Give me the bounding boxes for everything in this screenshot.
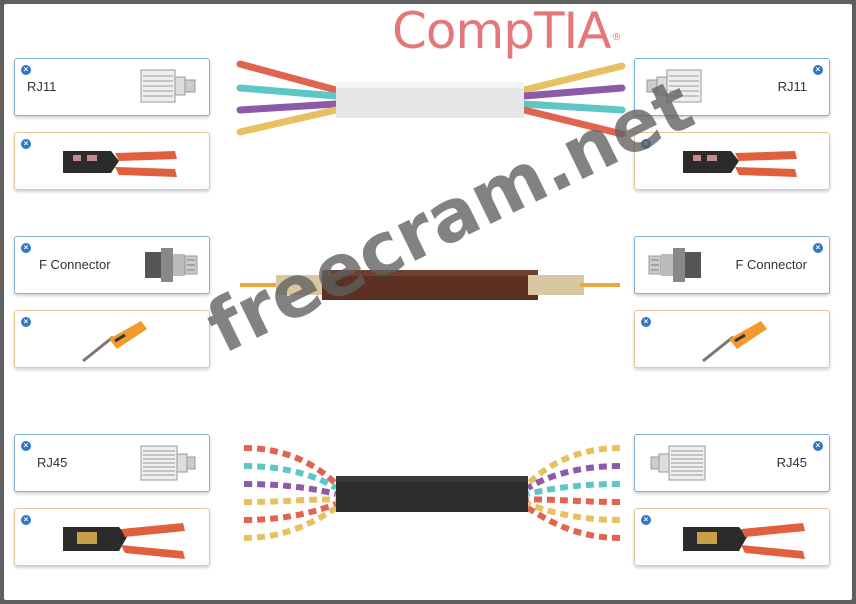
connector-label: RJ45 bbox=[776, 455, 807, 470]
tool-slot-left[interactable]: × bbox=[14, 508, 210, 566]
connector-label: F Connector bbox=[735, 257, 807, 272]
coaxial-cable-image bbox=[240, 270, 620, 300]
tool-slot-right[interactable]: × bbox=[634, 508, 830, 566]
rj11-label-right[interactable]: × RJ11 bbox=[634, 58, 830, 116]
f-connector-label-left[interactable]: × F Connector bbox=[14, 236, 210, 294]
rj45-connector-icon bbox=[650, 445, 706, 481]
f-connector-icon bbox=[648, 248, 701, 282]
rj45-label-right[interactable]: × RJ45 bbox=[634, 434, 830, 492]
connector-label: F Connector bbox=[39, 257, 111, 272]
remove-button[interactable]: × bbox=[813, 243, 823, 253]
connector-label: RJ11 bbox=[777, 79, 807, 94]
remove-button[interactable]: × bbox=[21, 317, 31, 327]
tool-slot-left[interactable]: × bbox=[14, 132, 210, 190]
remove-button[interactable]: × bbox=[21, 441, 31, 451]
remove-button[interactable]: × bbox=[641, 317, 651, 327]
crimper-tool-icon bbox=[63, 151, 177, 177]
remove-button[interactable]: × bbox=[641, 139, 651, 149]
telephone-cable-image bbox=[236, 60, 626, 138]
remove-button[interactable]: × bbox=[813, 441, 823, 451]
connector-label: RJ45 bbox=[37, 455, 68, 470]
remove-button[interactable]: × bbox=[21, 515, 31, 525]
rj45-connector-icon bbox=[140, 445, 196, 481]
rj11-connector-icon bbox=[140, 69, 196, 103]
tool-slot-right[interactable]: × bbox=[634, 132, 830, 190]
comptia-logo: CompTIA® bbox=[392, 2, 621, 60]
rj11-connector-icon bbox=[646, 69, 702, 103]
remove-button[interactable]: × bbox=[21, 139, 31, 149]
crimper-tool-icon bbox=[63, 523, 185, 559]
punch-down-tool-icon bbox=[82, 321, 147, 363]
twisted-pair-cable-image bbox=[243, 445, 621, 541]
drag-drop-panel: CompTIA® × RJ11 × × RJ11 × bbox=[4, 2, 852, 600]
remove-button[interactable]: × bbox=[641, 515, 651, 525]
tool-slot-left[interactable]: × bbox=[14, 310, 210, 368]
f-connector-label-right[interactable]: × F Connector bbox=[634, 236, 830, 294]
f-connector-icon bbox=[145, 248, 198, 282]
rj11-label-left[interactable]: × RJ11 bbox=[14, 58, 210, 116]
remove-button[interactable]: × bbox=[21, 65, 31, 75]
remove-button[interactable]: × bbox=[813, 65, 823, 75]
punch-down-tool-icon bbox=[702, 321, 767, 363]
remove-button[interactable]: × bbox=[21, 243, 31, 253]
crimper-tool-icon bbox=[683, 151, 797, 177]
crimper-tool-icon bbox=[683, 523, 805, 559]
tool-slot-right[interactable]: × bbox=[634, 310, 830, 368]
rj45-label-left[interactable]: × RJ45 bbox=[14, 434, 210, 492]
connector-label: RJ11 bbox=[27, 79, 57, 94]
